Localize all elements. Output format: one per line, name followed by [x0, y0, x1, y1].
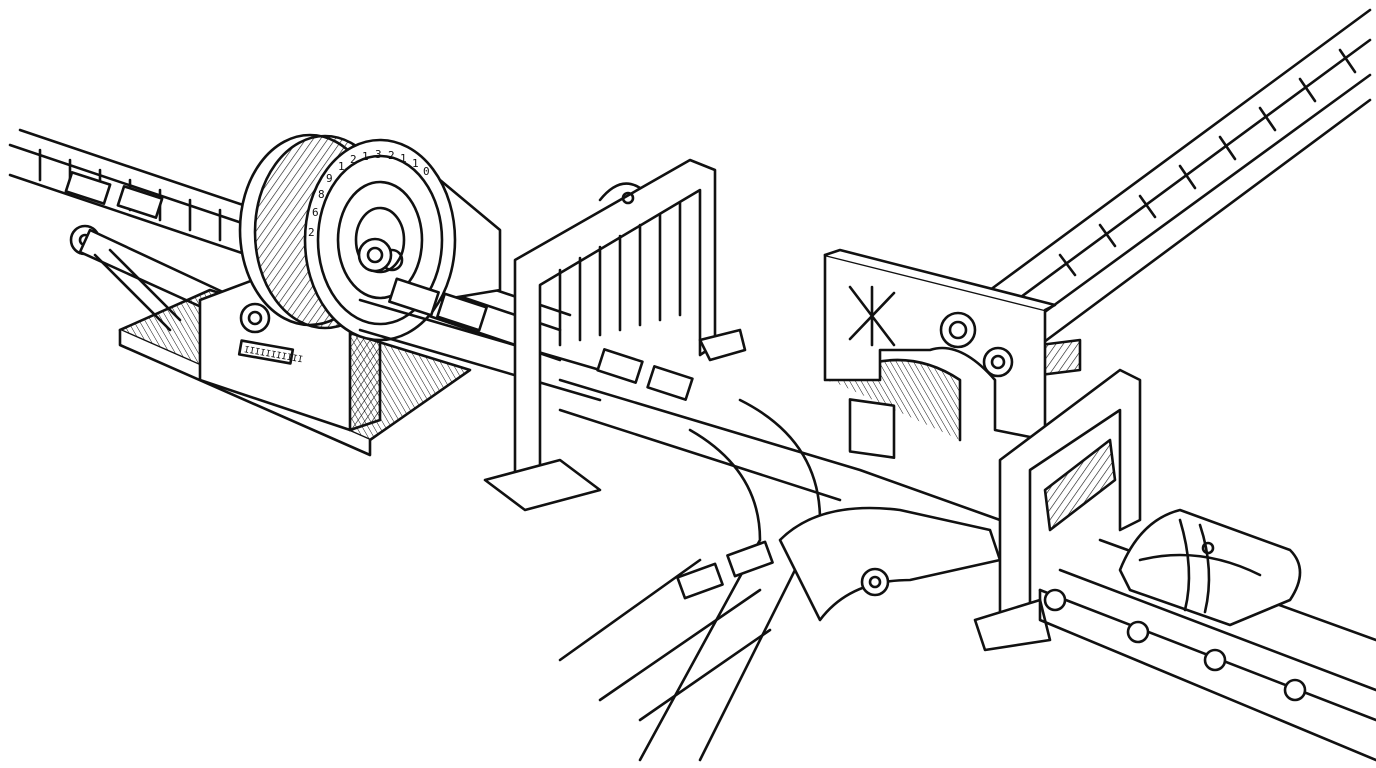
- left-conveyor-rail: [8, 128, 572, 362]
- large-gear-icon: [939, 311, 977, 349]
- dial-digit: 1: [362, 150, 369, 163]
- gear-icon: [357, 237, 393, 273]
- dial-digit: 2: [388, 149, 395, 162]
- diverter-junction: [558, 348, 1002, 762]
- small-gear-icon: [982, 346, 1014, 378]
- dial-digit: 2: [308, 226, 315, 239]
- dial-wheel-digits: 1 2 1 3 2 1 1 0 9 8 6 2: [308, 148, 430, 239]
- gear-icon: [860, 567, 890, 597]
- dial-digit: 1: [412, 157, 419, 170]
- control-panel: [823, 248, 1057, 459]
- gate-frame: [483, 158, 747, 512]
- dial-digit: 6: [312, 206, 319, 219]
- card-track: [358, 277, 602, 402]
- dial-digit: 1: [338, 160, 345, 173]
- dial-digit: 0: [423, 165, 430, 178]
- crossed-box-icon: [848, 285, 896, 459]
- dial-digit: 9: [326, 172, 333, 185]
- dial-digit: 8: [318, 188, 325, 201]
- parcel: [1118, 508, 1302, 627]
- right-gate-frame: [973, 368, 1142, 652]
- dial-digit: 1: [400, 152, 407, 165]
- dial-digit: 3: [375, 148, 382, 161]
- dial-digit: 2: [350, 153, 357, 166]
- upper-right-rail: [988, 8, 1372, 377]
- bottom-left-rail: [558, 558, 772, 722]
